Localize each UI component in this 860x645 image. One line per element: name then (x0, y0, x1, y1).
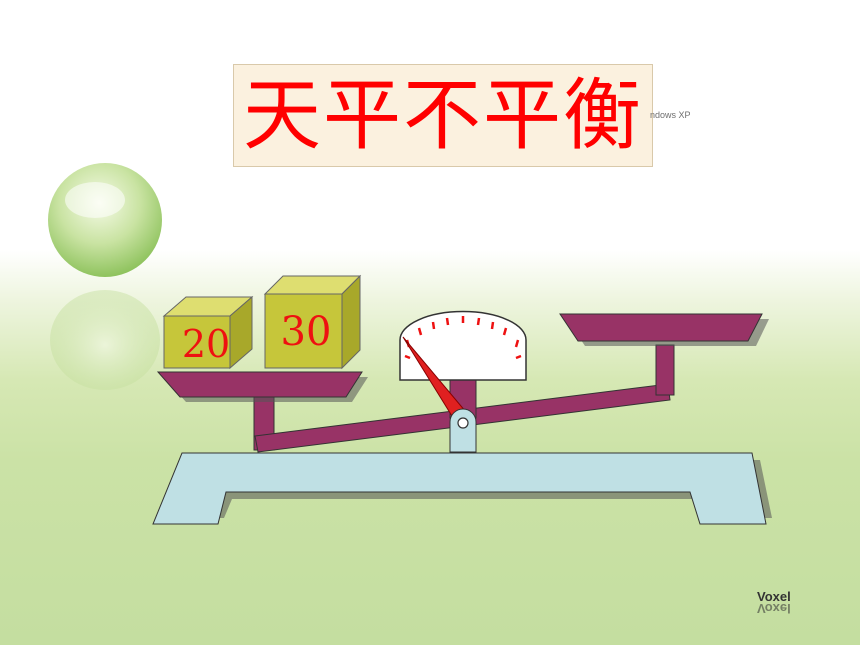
weight-20-label: 20 (182, 322, 230, 366)
brand-logo-reflection: Voxel (757, 601, 791, 616)
brand-logo: Voxel (757, 589, 791, 604)
right-pan (559, 313, 769, 346)
weight-30-label: 30 (281, 309, 332, 355)
title-text: 天平不平衡 (242, 70, 643, 161)
pivot (449, 408, 477, 453)
right-post (655, 344, 675, 396)
decorative-orb (48, 163, 162, 390)
dial (399, 310, 527, 381)
weight-30: 30 (263, 274, 362, 370)
title-box: 天平不平衡 (233, 64, 653, 167)
left-pan (156, 371, 368, 402)
watermark-text: ndows XP (650, 110, 691, 120)
weight-20: 20 (162, 295, 254, 370)
scale-base (152, 452, 772, 525)
